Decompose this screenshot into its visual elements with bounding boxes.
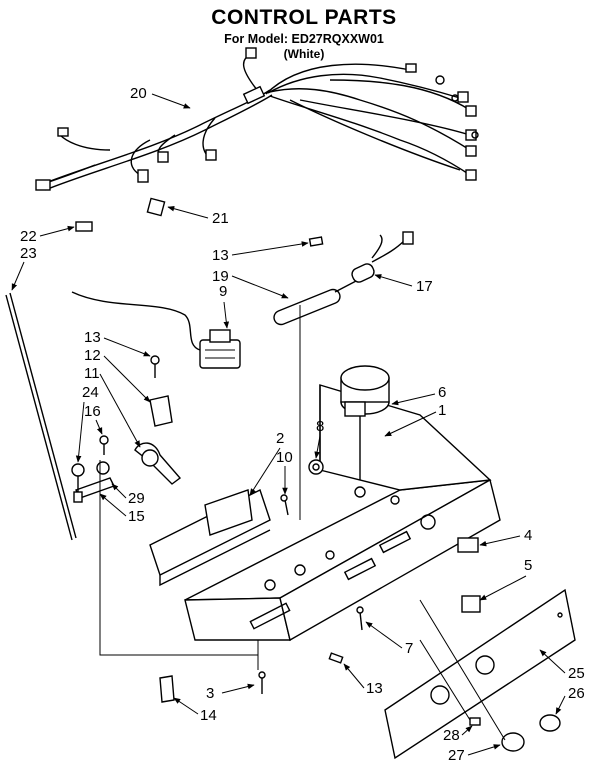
callout-16: 16 <box>84 403 101 420</box>
callout-12: 12 <box>84 347 101 364</box>
callout-25: 25 <box>568 665 585 682</box>
callout-9: 9 <box>219 283 227 300</box>
control-panel-part <box>384 588 576 760</box>
callout-15: 15 <box>128 508 145 525</box>
callout-27: 27 <box>448 747 465 764</box>
clip-part-14 <box>159 675 175 703</box>
callout-17: 17 <box>416 278 433 295</box>
callout-10: 10 <box>276 449 293 466</box>
callout-24: 24 <box>82 384 99 401</box>
thermostat-part <box>71 291 241 369</box>
wire-harness-part <box>35 47 479 191</box>
knob-part-27 <box>501 732 525 752</box>
sensor-assembly <box>273 231 414 326</box>
callout-8: 8 <box>316 418 324 435</box>
callout-21: 21 <box>212 210 229 227</box>
rod-part-23 <box>5 294 73 541</box>
callout-28: 28 <box>443 727 460 744</box>
callout-7: 7 <box>405 640 413 657</box>
callout-1: 1 <box>438 402 446 419</box>
switch-part-4 <box>457 537 479 553</box>
knob-assembly-parts <box>71 355 182 503</box>
callout-11: 11 <box>84 365 100 382</box>
knob-part-26 <box>539 714 561 732</box>
callout-5: 5 <box>524 557 532 574</box>
callout-13-top: 13 <box>212 247 229 264</box>
callout-13-left: 13 <box>84 329 101 346</box>
callout-14: 14 <box>200 707 217 724</box>
callout-19: 19 <box>212 268 229 285</box>
model-line: For Model: ED27RQXXW01 <box>224 32 384 46</box>
damper-motor-part <box>340 365 390 417</box>
callout-13-bottom: 13 <box>366 680 383 697</box>
bracket-part-2 <box>204 489 253 536</box>
callout-6: 6 <box>438 384 446 401</box>
callout-labels: 20 21 22 23 13 19 17 9 13 12 11 24 16 <box>11 85 585 764</box>
clip-part-22 <box>75 221 93 232</box>
callout-4: 4 <box>524 527 532 544</box>
callout-29: 29 <box>128 490 145 507</box>
diagram-title: CONTROL PARTS <box>211 6 397 29</box>
callout-26: 26 <box>568 685 585 702</box>
callout-3: 3 <box>206 685 214 702</box>
control-housing-part <box>149 384 501 642</box>
color-line: (White) <box>283 47 325 61</box>
callout-22: 22 <box>20 228 37 245</box>
callout-20: 20 <box>130 85 147 102</box>
callout-23: 23 <box>20 245 37 262</box>
switch-part-5 <box>461 595 481 613</box>
grommet-part <box>308 459 324 475</box>
bezel-part-28 <box>469 717 481 726</box>
clip-part-21 <box>146 197 166 217</box>
callout-2: 2 <box>276 430 284 447</box>
